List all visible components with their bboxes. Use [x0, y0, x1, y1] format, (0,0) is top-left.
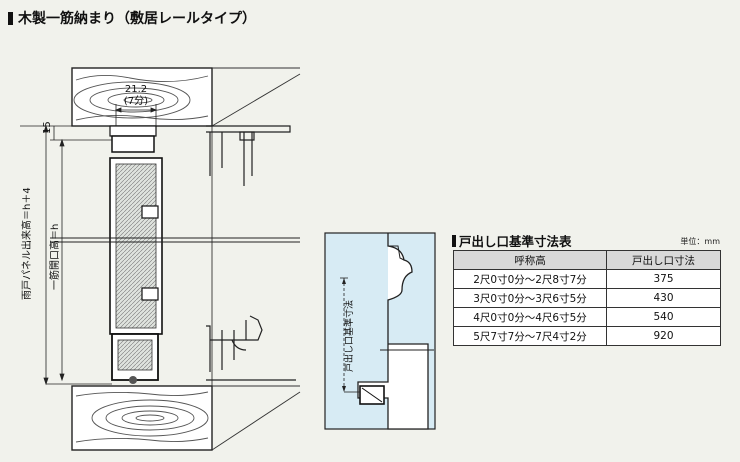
table-row: 3尺0寸0分～3尺6寸5分 430 — [453, 288, 721, 308]
dim-h-plus-4: 雨戸パネル出来高＝h＋4 — [20, 187, 33, 300]
dim-21-2: 21.2 — [125, 84, 147, 95]
lower-wood-block — [71, 385, 213, 451]
dim-h: 一筋開口高＝h — [48, 224, 61, 290]
row-nominal: 3尺0寸0分～3尺6寸5分 — [453, 288, 607, 308]
row-size: 375 — [606, 269, 721, 289]
dim-7bu: (7分) — [124, 95, 148, 107]
table-title-square-icon — [452, 234, 456, 247]
row-nominal: 2尺0寸0分～2尺8寸7分 — [453, 269, 607, 289]
dim-protrusion: 戸出し口基準寸法 — [343, 300, 355, 372]
lower-frame-hardware — [206, 315, 296, 381]
page-title-text: 木製一筋納まり（敷居レールタイプ） — [18, 11, 256, 27]
table-row: 4尺0寸0分～4尺6寸5分 540 — [453, 307, 721, 327]
row-size: 920 — [606, 326, 721, 346]
upper-wood-block — [71, 67, 213, 127]
page-title: 木製一筋納まり（敷居レールタイプ） — [8, 8, 256, 28]
dimension-lines — [20, 104, 158, 386]
table-title: 戸出し口基準寸法表 — [452, 231, 572, 250]
upper-frame-hardware — [206, 125, 291, 186]
row-nominal: 4尺0寸0分～4尺6寸5分 — [453, 307, 607, 327]
dimension-table: 呼称高 戸出し口寸法 2尺0寸0分～2尺8寸7分 375 3尺0寸0分～3尺6寸… — [453, 250, 721, 346]
title-square-icon — [8, 11, 13, 25]
protrusion-detail — [324, 232, 436, 430]
row-size: 540 — [606, 307, 721, 327]
header-protrusion-size: 戸出し口寸法 — [606, 250, 721, 270]
row-size: 430 — [606, 288, 721, 308]
table-header-row: 呼称高 戸出し口寸法 — [453, 250, 721, 270]
row-nominal: 5尺7寸7分～7尺4寸2分 — [453, 326, 607, 346]
header-nominal-height: 呼称高 — [453, 250, 607, 270]
shutter-panel — [109, 125, 163, 384]
table-title-text: 戸出し口基準寸法表 — [459, 234, 572, 249]
unit-label: 単位：mm — [680, 237, 720, 246]
dim-15: 15 — [42, 121, 53, 134]
table-row: 5尺7寸7分～7尺4寸2分 920 — [453, 326, 721, 346]
table-row: 2尺0寸0分～2尺8寸7分 375 — [453, 269, 721, 289]
